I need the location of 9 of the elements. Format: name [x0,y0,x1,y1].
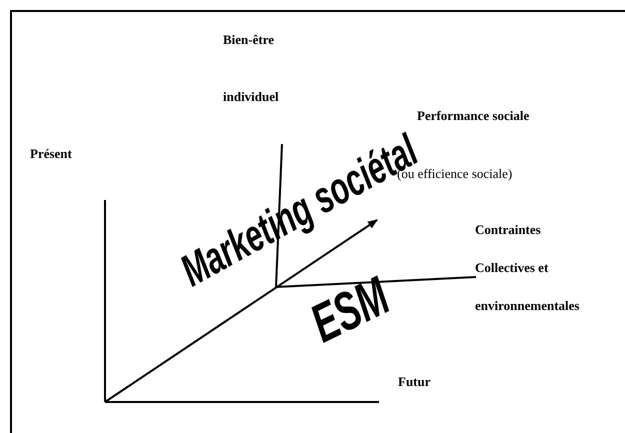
axis-label: environnementales [475,298,580,314]
axis-label: Présent [30,146,72,162]
axis-label: Futur [398,374,430,390]
slanted-title: ESM [303,268,397,352]
axis-label: Bien-être [223,32,274,48]
axis-label: individuel [223,89,279,105]
axis-label: Collectives et [475,260,548,276]
axis-label: Contraintes [475,222,541,238]
axis-label: Performance sociale [417,108,530,124]
